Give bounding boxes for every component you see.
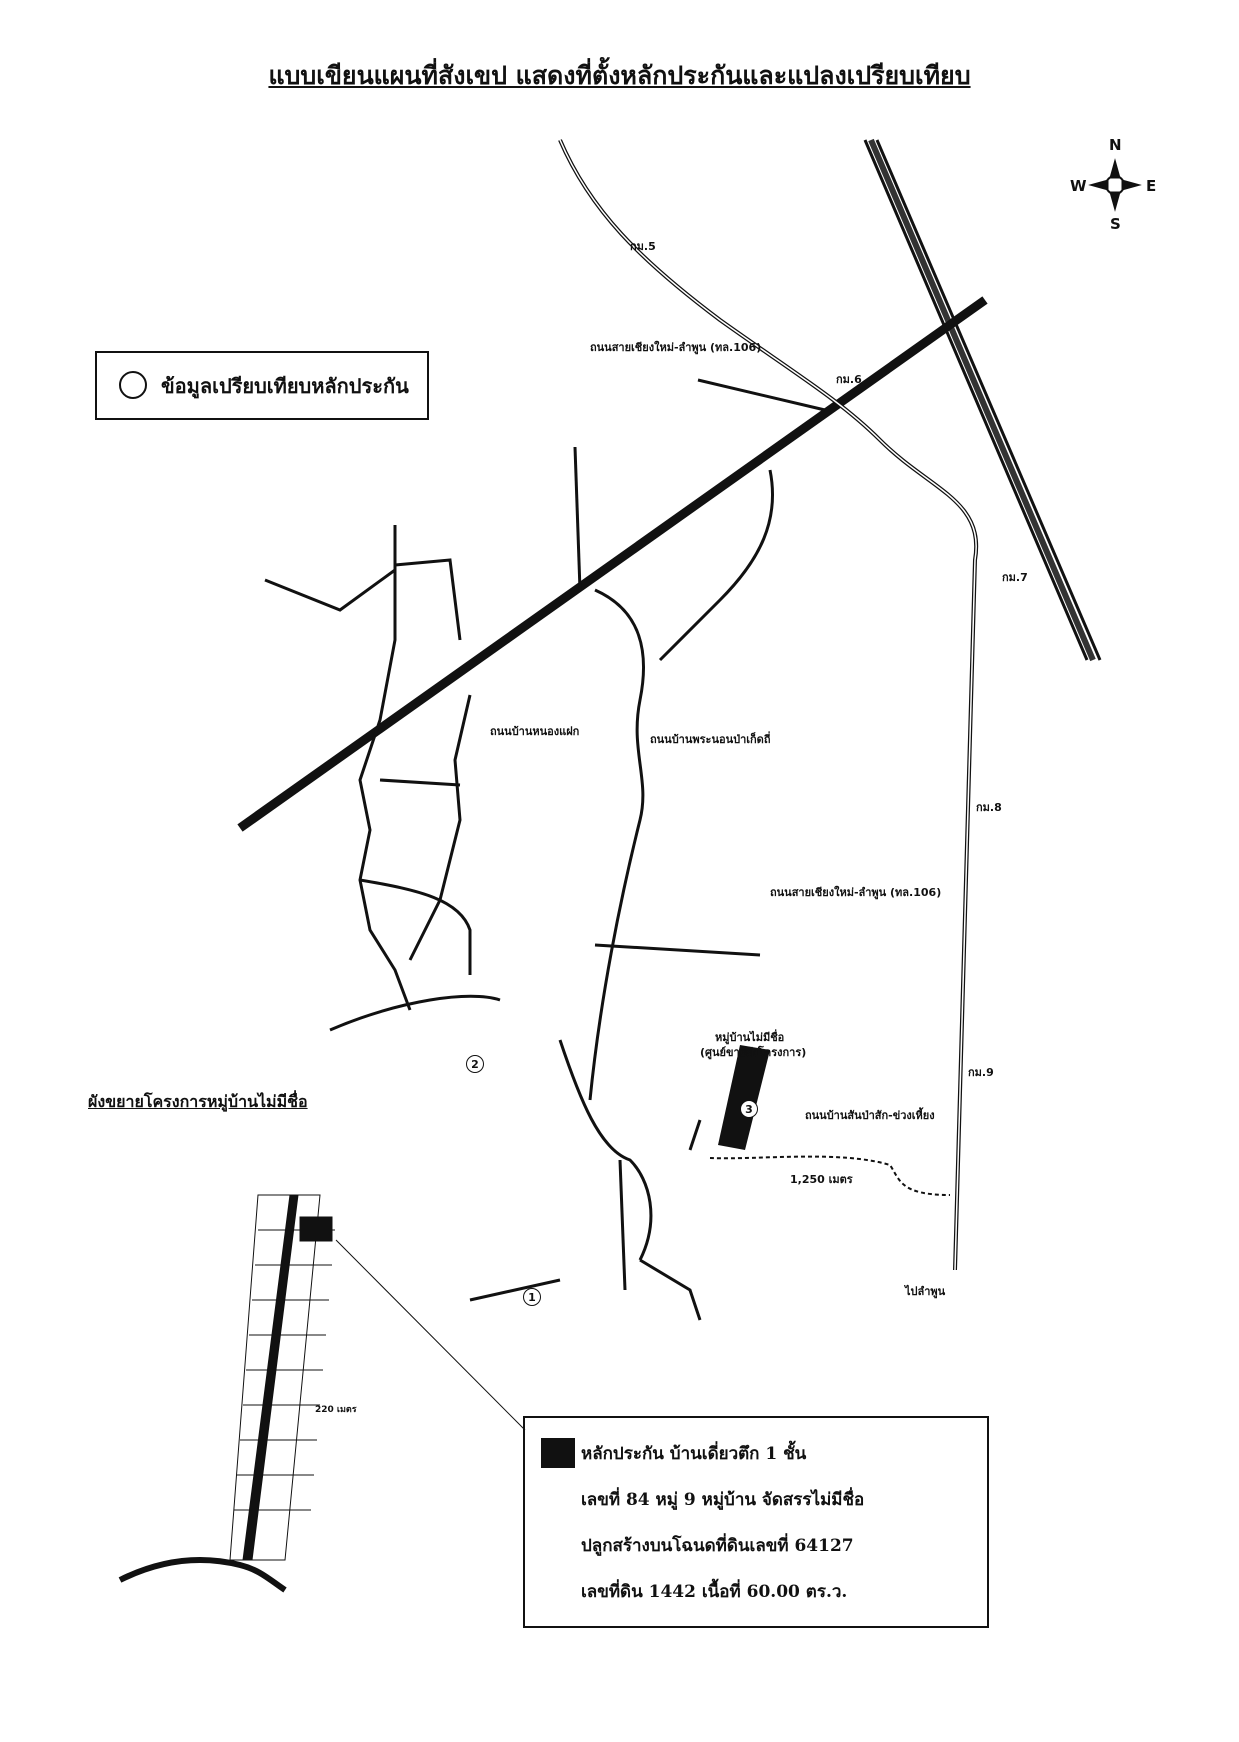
railway xyxy=(863,138,1102,662)
collateral-block xyxy=(718,1045,770,1150)
comparable-3-marker: 3 xyxy=(740,1100,758,1118)
km8-marker: กม.8 xyxy=(976,801,1002,814)
subplan-drawing xyxy=(118,1194,526,1593)
collateral-line-2: เลขที่ 84 หมู่ 9 หมู่บ้าน จัดสรรไม่มีชื่… xyxy=(581,1490,865,1510)
highway-106 xyxy=(558,139,979,1271)
road-106-lower-label: ถนนสายเชียงใหม่-ลำพูน (ทล.106) xyxy=(770,886,942,899)
comparable-1-marker: 1 xyxy=(523,1288,541,1306)
local-roads xyxy=(264,378,826,1321)
comparable-2-marker: 2 xyxy=(466,1055,484,1073)
map-title: แบบเขียนแผนที่สังเขป แสดงที่ตั้งหลักประก… xyxy=(268,61,971,90)
compass-s: S xyxy=(1110,215,1121,233)
distance-label: 1,250 เมตร xyxy=(790,1173,853,1186)
km6-marker: กม.6 xyxy=(836,373,862,386)
km7-marker: กม.7 xyxy=(1002,571,1028,584)
road-106-upper-label: ถนนสายเชียงใหม่-ลำพูน (ทล.106) xyxy=(590,341,762,354)
legend-circle-icon xyxy=(119,371,147,399)
collateral-swatch xyxy=(541,1438,575,1468)
compass-n: N xyxy=(1109,136,1122,154)
km5-marker: กม.5 xyxy=(630,240,656,253)
village-label: หมู่บ้านไม่มีชื่อ xyxy=(715,1031,785,1044)
compass-e: E xyxy=(1146,177,1157,195)
road-san-label: ถนนบ้านสันป่าสัก-ข่วงเหี้ยง xyxy=(805,1109,935,1122)
ring-road xyxy=(237,296,988,832)
legend: ข้อมูลเปรียบเทียบหลักประกัน xyxy=(95,351,429,420)
compass-w: W xyxy=(1070,177,1087,195)
to-lamphun-label: ไปลำพูน xyxy=(905,1285,946,1298)
soi-right-label: ถนนบ้านพระนอนป่าเก็ดถี่ xyxy=(650,733,771,746)
collateral-line-4: เลขที่ดิน 1442 เนื้อที่ 60.00 ตร.ว. xyxy=(581,1582,848,1602)
route-dotted xyxy=(709,1155,951,1196)
compass-rose xyxy=(1088,158,1142,212)
collateral-line-1: หลักประกัน บ้านเดี่ยวตึก 1 ชั้น xyxy=(581,1444,807,1464)
subplan-heading: ผังขยายโครงการหมู่บ้านไม่มีชื่อ xyxy=(88,1092,308,1111)
collateral-line-3: ปลูกสร้างบนโฉนดที่ดินเลขที่ 64127 xyxy=(581,1536,854,1556)
collateral-info-box: หลักประกัน บ้านเดี่ยวตึก 1 ชั้น เลขที่ 8… xyxy=(523,1416,989,1628)
legend-label: ข้อมูลเปรียบเทียบหลักประกัน xyxy=(161,374,409,398)
subplan-dim-label: 220 เมตร xyxy=(315,1405,357,1415)
km9-marker: กม.9 xyxy=(968,1066,994,1079)
soi-left-label: ถนนบ้านหนองแฝก xyxy=(490,725,580,738)
village-ext-label: (ศูนย์ขายผังโครงการ) xyxy=(700,1046,807,1059)
